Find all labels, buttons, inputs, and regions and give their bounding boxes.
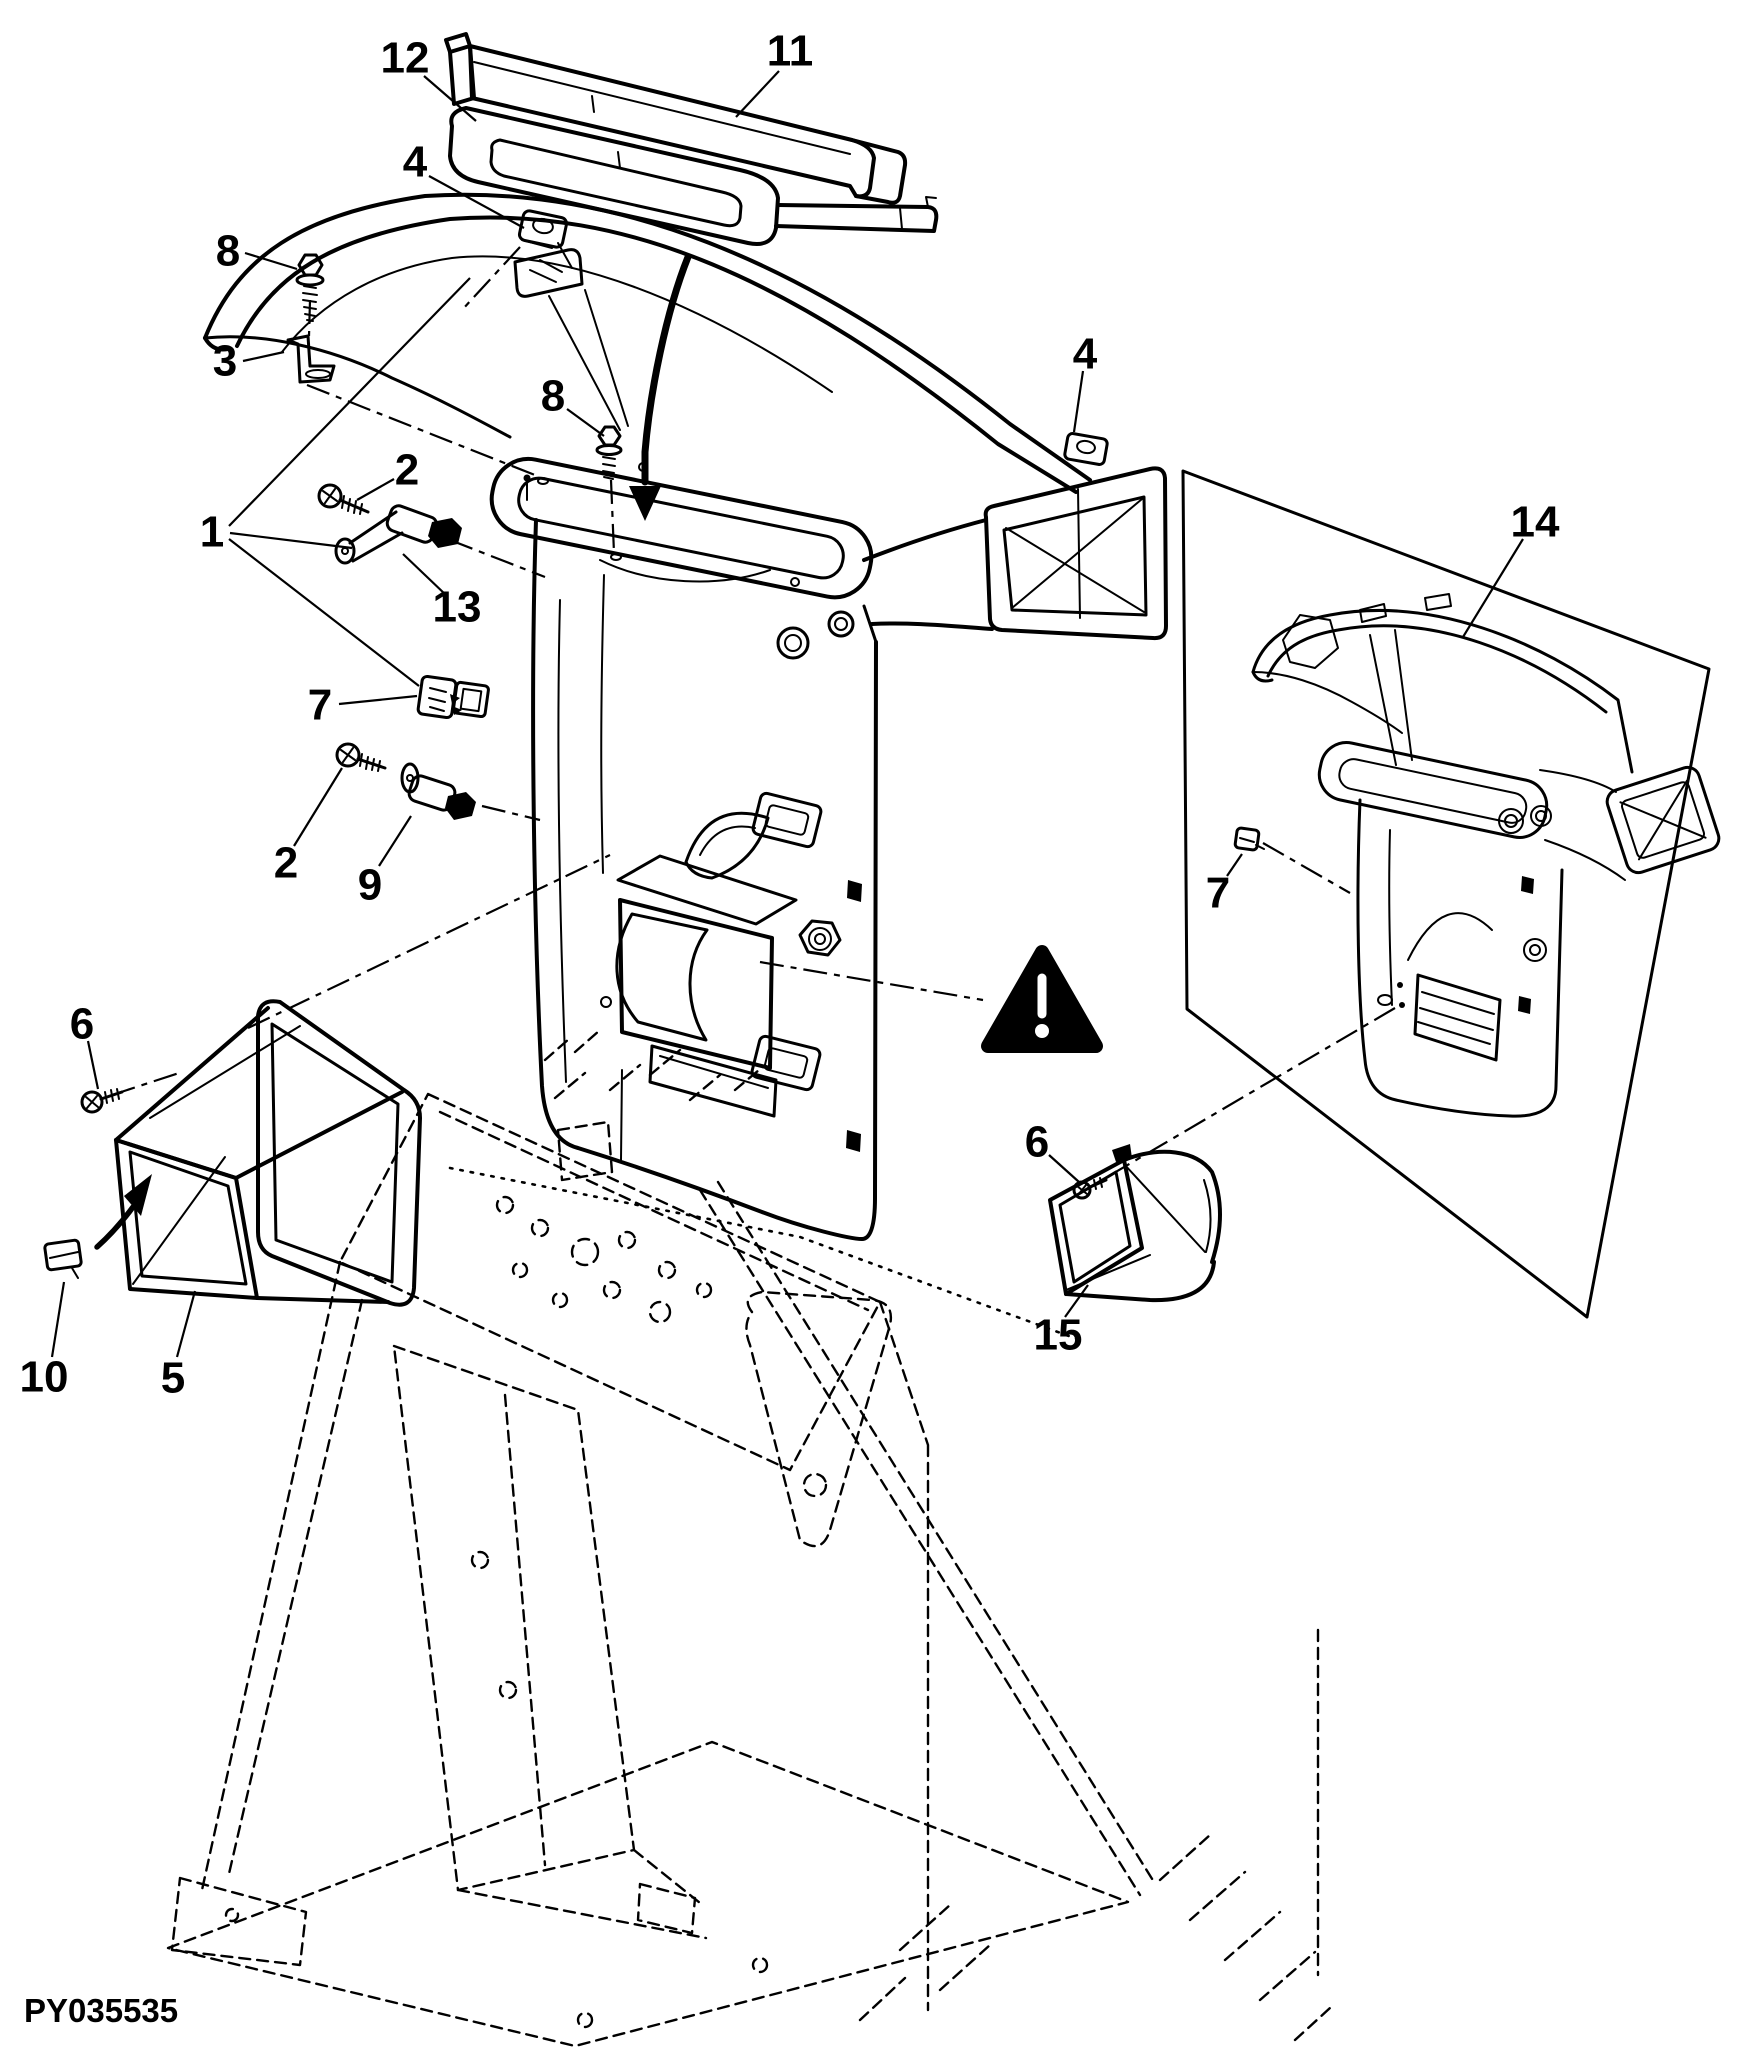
warning-triangle-icon — [981, 945, 1103, 1053]
part-label-15: 15 — [1034, 1311, 1083, 1360]
damper-part13 — [334, 504, 474, 565]
leader-line-part-2 — [293, 767, 343, 847]
figure-code: PY035535 — [24, 1992, 178, 2029]
phantom-console-frame — [166, 1028, 1332, 2047]
bolt-part8-left — [295, 253, 325, 322]
leader-line-part-13 — [402, 553, 448, 597]
part-label-7: 7 — [1206, 869, 1230, 918]
leader-line-part-1 — [229, 531, 353, 550]
part-label-2: 2 — [395, 446, 419, 495]
console-holes — [224, 1195, 769, 2029]
mini-duct-part14 — [1251, 593, 1721, 1118]
screw-part6-right — [1072, 1177, 1108, 1200]
screw-part2-upper — [317, 483, 370, 515]
part-label-13: 13 — [433, 583, 482, 632]
part-label-4: 4 — [403, 138, 428, 187]
flow-arrow — [629, 253, 692, 521]
leader-line-part-6 — [1048, 1154, 1080, 1183]
seal-frame-part12 — [448, 106, 939, 246]
leader-line-part-1 — [228, 277, 471, 527]
leader-line-part-10 — [50, 1281, 66, 1358]
leader-line-part-8 — [244, 251, 298, 271]
part-label-1: 1 — [200, 508, 224, 557]
part-label-14: 14 — [1511, 498, 1560, 547]
main-duct-assembly — [203, 192, 1168, 1241]
part-label-5: 5 — [161, 1354, 185, 1403]
leader-line-part-5 — [175, 1290, 197, 1358]
leader-line-part-15 — [1064, 1284, 1089, 1318]
outlet-duct-part5 — [94, 999, 422, 1307]
clip-part10 — [43, 1238, 83, 1279]
bolt-part8-right — [595, 425, 623, 561]
part-label-11: 11 — [767, 27, 814, 76]
retainer-strip-part11 — [444, 32, 908, 205]
leader-line-part-12 — [423, 75, 477, 122]
part-label-6: 6 — [70, 1000, 94, 1049]
part-label-4: 4 — [1073, 330, 1098, 379]
bracket-part3 — [286, 334, 336, 384]
mount-straps — [750, 791, 823, 1092]
deflector-door — [600, 854, 798, 1118]
part-label-8: 8 — [541, 372, 565, 421]
vent-slot — [684, 811, 770, 880]
leader-line-part-3 — [242, 350, 285, 363]
damper-part9 — [400, 762, 483, 820]
leader-line-part-4 — [1072, 370, 1085, 433]
flow-arrow-small — [94, 1174, 152, 1250]
leader-line-part-8 — [566, 408, 605, 437]
part-label-3: 3 — [213, 337, 237, 386]
contact-outline — [448, 1166, 1087, 1344]
screw-part6-left — [80, 1088, 124, 1114]
hex-nut-boss — [798, 919, 842, 957]
screw-part2-lower — [335, 742, 387, 772]
part-label-7: 7 — [308, 681, 332, 730]
leader-line-part-4 — [428, 175, 525, 229]
leader-line-part-9 — [378, 815, 412, 867]
part-label-9: 9 — [358, 861, 382, 910]
leader-line-part-7 — [338, 694, 418, 706]
leader-line-part-6 — [86, 1040, 100, 1090]
outlet-arm — [862, 466, 1168, 641]
leader-line-part-7 — [1226, 853, 1243, 877]
part-label-12: 12 — [381, 34, 430, 83]
clip-part4-right — [1063, 432, 1109, 466]
console-hatching — [543, 1028, 1332, 2042]
clip-part7-main — [416, 674, 490, 720]
part-label-8: 8 — [216, 227, 240, 276]
side-ports — [776, 610, 855, 660]
part-label-10: 10 — [20, 1353, 69, 1402]
leader-line-part-14 — [1462, 538, 1524, 638]
leader-line-part-1 — [228, 538, 420, 687]
leader-line-part-2 — [356, 478, 395, 501]
clip-part7-inset — [1233, 826, 1265, 852]
part-label-2: 2 — [274, 839, 298, 888]
leader-line-part-11 — [735, 70, 780, 118]
part-label-6: 6 — [1025, 1118, 1049, 1167]
inset-detail-box — [1181, 469, 1721, 1319]
